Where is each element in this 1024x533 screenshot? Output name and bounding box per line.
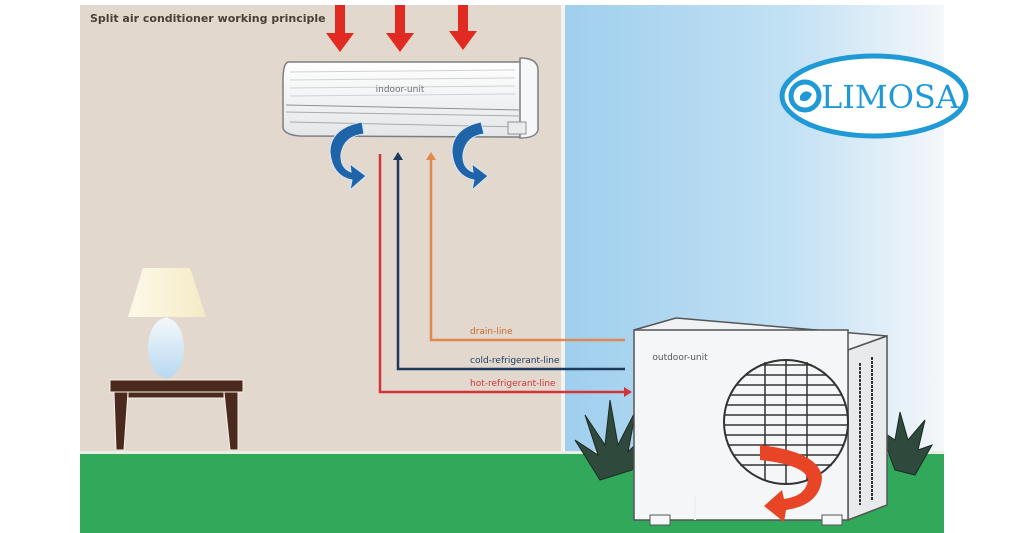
drain-pipe: [694, 495, 696, 520]
pipe-arrow-icon: [393, 152, 403, 160]
cool-air-curved-arrow-icon: [329, 121, 367, 192]
pipe-label-hot: hot-refrigerant-line: [470, 379, 556, 389]
hot-air-down-arrow-icon: [326, 5, 477, 52]
brand-logo: LIMOSA: [779, 53, 969, 139]
outdoor-unit: outdoor-unit: [633, 317, 888, 526]
pipe-label-drain: drain-line: [470, 327, 513, 337]
plant-icon: [574, 399, 934, 481]
diagram-title: Split air conditioner working principle: [90, 12, 326, 25]
indoor-unit: indoor-unit: [282, 57, 539, 139]
drain-line: [429, 160, 625, 342]
pipe-label-cold: cold-refrigerant-line: [470, 356, 560, 366]
indoor-unit-label: indoor-unit: [376, 85, 425, 95]
outdoor-unit-label: outdoor-unit: [652, 353, 708, 363]
table-icon: [109, 379, 244, 451]
wall-divider: [561, 5, 565, 455]
lamp-icon: [128, 268, 206, 378]
cool-air-curved-arrow-icon: [451, 121, 489, 192]
exhaust-curved-arrow-icon: [760, 445, 822, 522]
pipe-arrow-icon: [624, 387, 632, 397]
hot-refrigerant-line: [378, 154, 624, 394]
wave-logo-icon: [788, 79, 822, 113]
cold-refrigerant-line: [396, 160, 625, 371]
logo-text: LIMOSA: [821, 78, 960, 116]
pipe-arrow-icon: [426, 152, 436, 160]
